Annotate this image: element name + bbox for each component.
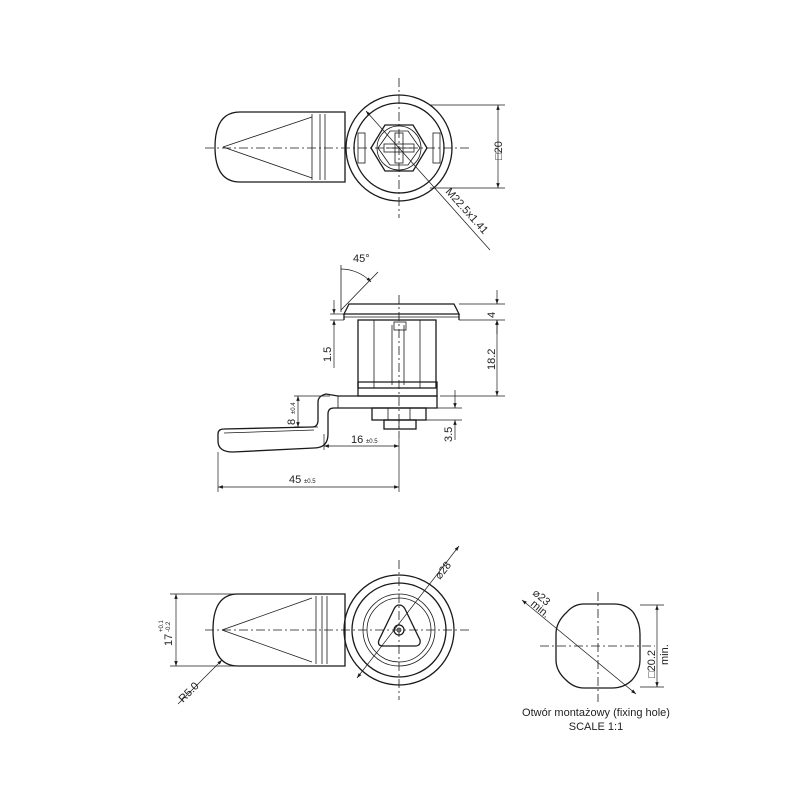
front-view: ⌀28 17 +0.1 -0.2 R5.0 [159, 545, 470, 705]
square-min-label: min. [659, 644, 671, 665]
square-20-2-label: □20.2 [646, 650, 658, 678]
dim-17-tol-upper: +0.1 [159, 619, 165, 632]
dim-17-label: 17 [163, 634, 175, 646]
side-view: 45° 4 18.2 [217, 253, 505, 492]
dim-45-tol-label: ±0.5 [304, 479, 316, 485]
dim-8-tol-label: ±0.4 [291, 402, 297, 414]
dim-4-label: 4 [486, 312, 498, 318]
top-view: □20 M22.5x1.41 [205, 78, 505, 251]
square-20-label: □20 [493, 141, 505, 160]
dim-18-2-label: 18.2 [486, 349, 498, 370]
dim-16-label: 16 [351, 434, 363, 446]
dim-17-tol-lower: -0.2 [166, 621, 172, 632]
dim-45-label: 45 [289, 474, 301, 486]
dia-28-label: ⌀28 [433, 560, 454, 582]
angle-label: 45° [353, 253, 370, 265]
dim-1-5-label: 1.5 [322, 347, 334, 362]
fixing-hole-caption: Otwór montażowy (fixing hole) [522, 707, 670, 719]
fixing-hole-view: ⌀23 min. □20.2 min. Otwór montażowy (fix… [521, 587, 671, 733]
dim-8-label: 8 [286, 419, 298, 425]
dim-3-5-label: 3.5 [443, 427, 455, 442]
thread-label: M22.5x1.41 [443, 186, 490, 237]
scale-caption: SCALE 1:1 [569, 721, 623, 733]
dim-16-tol-label: ±0.5 [366, 439, 378, 445]
